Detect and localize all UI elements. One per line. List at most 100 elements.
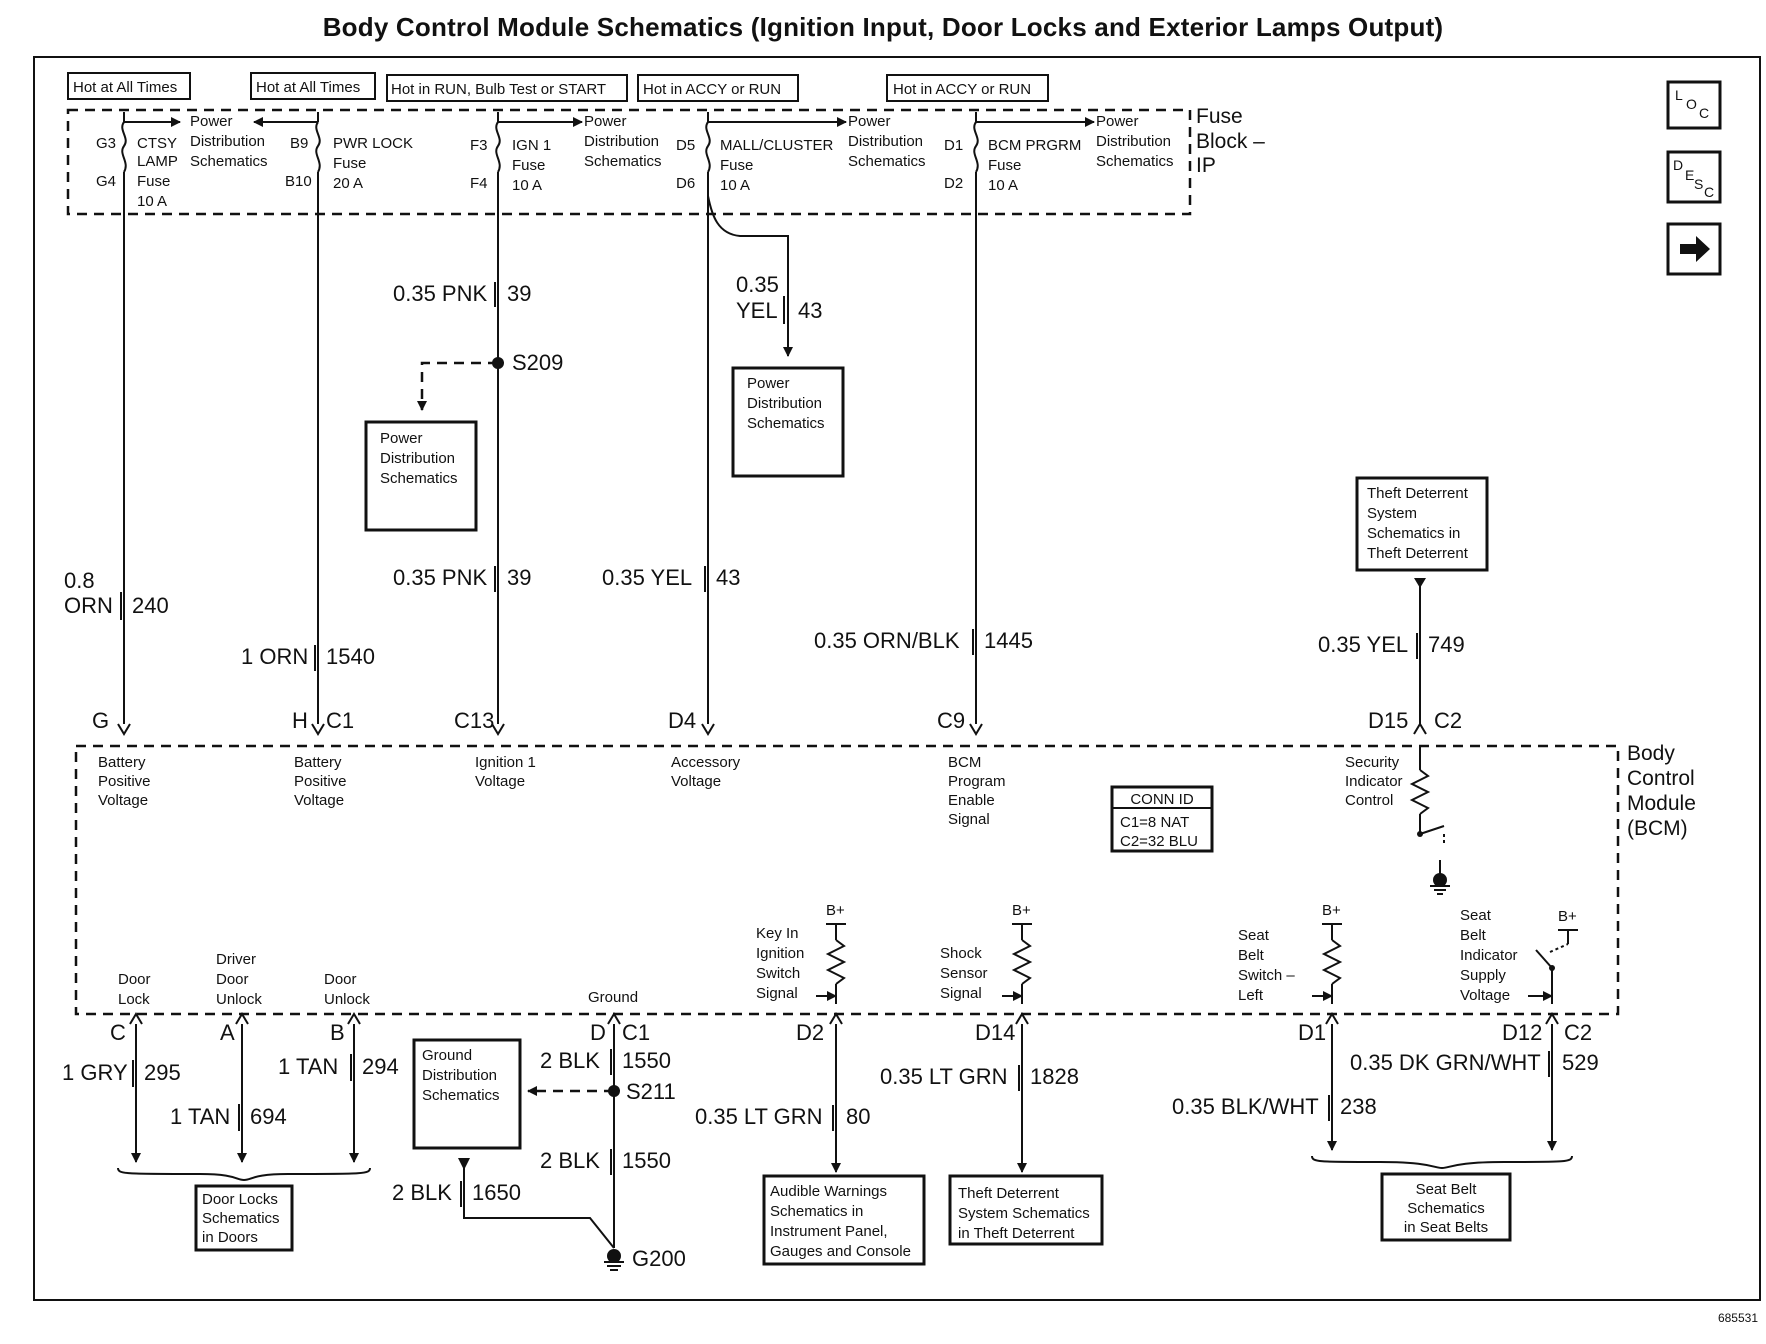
bcm-desc-door-unlock: Door Unlock <box>324 971 370 1008</box>
svg-text:C9: C9 <box>937 708 965 733</box>
svg-text:0.35 YEL: 0.35 YEL <box>602 565 692 590</box>
svg-text:80: 80 <box>846 1104 870 1129</box>
svg-text:IGN 1: IGN 1 <box>512 137 551 154</box>
svg-text:C: C <box>1704 184 1714 200</box>
bcm-pin-d4: D4 Accessory Voltage <box>668 708 741 790</box>
svg-text:YEL: YEL <box>736 298 778 323</box>
ground-g200-icon <box>607 1249 621 1263</box>
seat-belt-switch-pivot <box>1549 965 1555 971</box>
svg-text:C2: C2 <box>1434 708 1462 733</box>
svg-text:1550: 1550 <box>622 1048 671 1073</box>
svg-text:S: S <box>1694 176 1703 192</box>
loc-icon[interactable]: LOC <box>1666 80 1722 130</box>
theft-deterrent-box-top: Theft Deterrent System Schematics in The… <box>1355 476 1489 588</box>
seat-belt-ref-box: Seat Belt Schematics in Seat Belts <box>1380 1172 1512 1242</box>
connector-chevrons-bottom <box>129 1012 1559 1025</box>
svg-text:Seat: Seat <box>1460 907 1492 924</box>
svg-text:Power: Power <box>747 375 790 392</box>
wire-label-tan-294: 1 TAN 294 <box>278 1054 399 1081</box>
fuse-pwr-lock: B9 B10 PWR LOCK Fuse 20 A <box>285 135 413 192</box>
svg-text:Theft Deterrent: Theft Deterrent <box>958 1185 1060 1202</box>
svg-text:Accessory: Accessory <box>671 754 741 771</box>
svg-text:Belt: Belt <box>1460 927 1487 944</box>
svg-text:D14: D14 <box>975 1020 1015 1045</box>
svg-text:Indicator: Indicator <box>1460 947 1518 964</box>
svg-text:1550: 1550 <box>622 1148 671 1173</box>
svg-text:Unlock: Unlock <box>216 991 262 1008</box>
wire-label-gry-295: 1 GRY 295 <box>62 1060 181 1087</box>
svg-text:0.35 LT GRN: 0.35 LT GRN <box>695 1104 823 1129</box>
svg-text:Fuse: Fuse <box>137 173 170 190</box>
svg-text:Distribution: Distribution <box>190 133 265 150</box>
svg-text:Schematics in: Schematics in <box>770 1203 863 1220</box>
svg-text:F4: F4 <box>470 175 488 192</box>
svg-text:Indicator: Indicator <box>1345 773 1403 790</box>
svg-text:Hot in ACCY or RUN: Hot in ACCY or RUN <box>893 81 1031 98</box>
svg-text:39: 39 <box>507 281 531 306</box>
svg-text:MALL/CLUSTER: MALL/CLUSTER <box>720 137 834 154</box>
outer-frame <box>33 56 1761 1301</box>
svg-text:C2: C2 <box>1564 1020 1592 1045</box>
svg-text:694: 694 <box>250 1104 287 1129</box>
svg-text:0.35 YEL: 0.35 YEL <box>1318 632 1408 657</box>
svg-text:Schematics: Schematics <box>1407 1200 1485 1217</box>
power-dist-box-left: Power Distribution Schematics <box>364 420 478 532</box>
bcm-outline <box>74 744 1620 1016</box>
svg-text:BCM: BCM <box>948 754 981 771</box>
svg-text:Ignition 1: Ignition 1 <box>475 754 536 771</box>
svg-text:D2: D2 <box>944 175 963 192</box>
fuse-ign1: F3 F4 IGN 1 Fuse 10 A Power Distribution… <box>470 113 662 194</box>
wire-label-blkwht-238: 0.35 BLK/WHT 238 <box>1172 1094 1377 1121</box>
svg-text:Power: Power <box>584 113 627 130</box>
svg-text:Positive: Positive <box>294 773 347 790</box>
svg-text:10 A: 10 A <box>512 177 542 194</box>
svg-text:Voltage: Voltage <box>1460 987 1510 1004</box>
theft-deterrent-ref-box-bottom: Theft Deterrent System Schematics in The… <box>948 1174 1104 1246</box>
svg-text:Program: Program <box>948 773 1006 790</box>
svg-text:O: O <box>1686 96 1697 112</box>
svg-text:Voltage: Voltage <box>671 773 721 790</box>
svg-text:Hot at All Times: Hot at All Times <box>73 79 177 96</box>
fuse-ctsy-lamp: G3 G4 CTSY LAMP Fuse 10 A Power Distribu… <box>96 113 268 210</box>
bcm-pin-g: G Battery Positive Voltage <box>92 708 151 809</box>
svg-text:Schematics in: Schematics in <box>1367 525 1460 542</box>
bcm-pin-c9: C9 BCM Program Enable Signal <box>937 708 1006 828</box>
svg-text:Module: Module <box>1627 792 1696 815</box>
svg-text:C: C <box>1699 105 1709 121</box>
bottom-pin-ids: C A B D C1 D2 D14 D1 D12 C2 <box>110 1020 1592 1045</box>
svg-text:Power: Power <box>190 113 233 130</box>
svg-text:Fuse: Fuse <box>1196 105 1243 128</box>
svg-text:Fuse: Fuse <box>512 157 545 174</box>
svg-text:749: 749 <box>1428 632 1465 657</box>
svg-text:238: 238 <box>1340 1094 1377 1119</box>
bcm-label: Body Control Module (BCM) <box>1627 742 1696 840</box>
svg-text:10 A: 10 A <box>988 177 1018 194</box>
next-arrow-icon[interactable] <box>1666 222 1722 276</box>
wire-label-ltgrn-1828: 0.35 LT GRN 1828 <box>880 1064 1079 1091</box>
svg-text:Hot at All Times: Hot at All Times <box>256 79 360 96</box>
svg-text:Seat: Seat <box>1238 927 1270 944</box>
svg-text:Hot in ACCY or RUN: Hot in ACCY or RUN <box>643 81 781 98</box>
splice-s209-label: S209 <box>512 350 563 375</box>
svg-text:1 ORN: 1 ORN <box>241 644 308 669</box>
svg-text:Block –: Block – <box>1196 130 1265 153</box>
svg-text:D2: D2 <box>796 1020 824 1045</box>
svg-text:Signal: Signal <box>756 985 798 1002</box>
svg-text:Security: Security <box>1345 754 1400 771</box>
svg-text:H: H <box>292 708 308 733</box>
svg-text:0.35: 0.35 <box>736 272 779 297</box>
svg-text:Schematics: Schematics <box>584 153 662 170</box>
svg-text:Schematics: Schematics <box>747 415 825 432</box>
power-dist-box-right: Power Distribution Schematics <box>731 366 845 478</box>
svg-text:10 A: 10 A <box>137 193 167 210</box>
svg-text:Instrument Panel,: Instrument Panel, <box>770 1223 888 1240</box>
svg-text:Battery: Battery <box>98 754 146 771</box>
bcm-desc-seat-belt-switch: Seat Belt Switch – Left <box>1238 927 1295 1004</box>
bplus-labels: B+ B+ B+ B+ <box>826 902 1577 925</box>
svg-text:Ignition: Ignition <box>756 945 804 962</box>
security-ground-icon <box>1433 873 1447 887</box>
svg-text:240: 240 <box>132 593 169 618</box>
svg-text:Enable: Enable <box>948 792 995 809</box>
svg-text:C1=8 NAT: C1=8 NAT <box>1120 814 1189 831</box>
